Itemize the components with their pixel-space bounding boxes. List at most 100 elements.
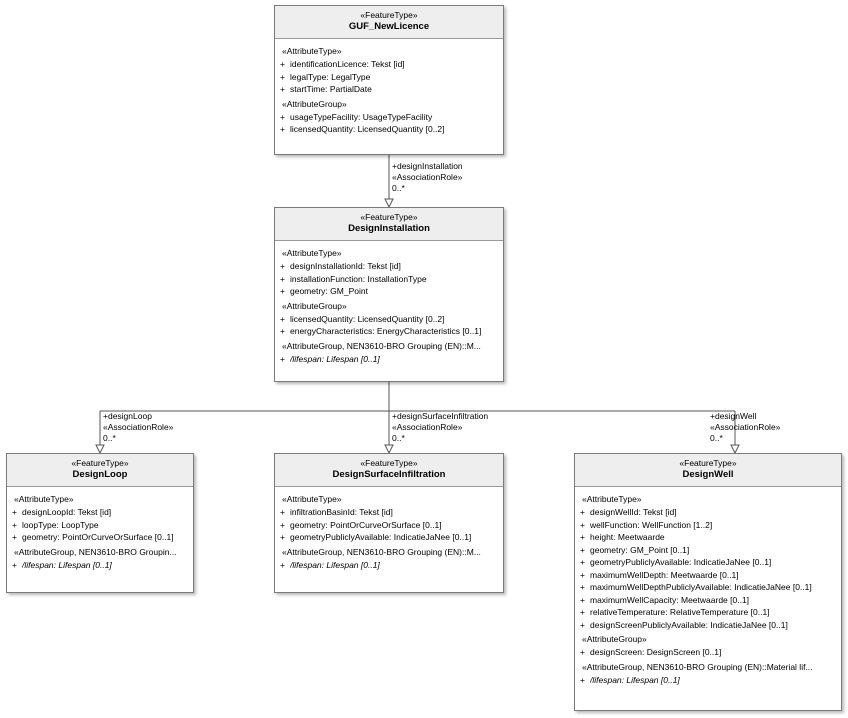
attribute-row: + geometry: PointOrCurveOrSurface [0..1]	[275, 519, 503, 532]
attribute-visibility: +	[580, 619, 585, 630]
association-multiplicity: 0..*	[392, 183, 405, 193]
class-name: DesignSurfaceInfiltration	[332, 469, 446, 480]
class-box-designinstallation[interactable]: «FeatureType» DesignInstallation «Attrib…	[274, 207, 504, 382]
attribute-visibility: +	[280, 519, 285, 530]
class-header-designinstallation: «FeatureType» DesignInstallation	[275, 208, 503, 241]
attribute-row: + geometry: GM_Point	[275, 285, 503, 298]
attribute-visibility: +	[580, 519, 585, 530]
association-multiplicity: 0..*	[710, 433, 723, 443]
attribute-row: + usageTypeFacility: UsageTypeFacility	[275, 111, 503, 124]
attribute-group-label: «AttributeType»	[282, 494, 342, 504]
attribute-text: legalType: LegalType	[290, 71, 371, 82]
attribute-visibility: +	[280, 59, 285, 69]
class-box-designwell[interactable]: «FeatureType» DesignWell «AttributeType»…	[574, 453, 842, 711]
class-name: DesignLoop	[72, 469, 128, 480]
class-box-guf-newlicence[interactable]: «FeatureType» GUF_NewLicence «AttributeT…	[274, 5, 504, 155]
class-header-guf-newlicence: «FeatureType» GUF_NewLicence	[275, 6, 503, 39]
attribute-text: licensedQuantity: LicensedQuantity [0..2…	[290, 124, 445, 134]
attribute-row: + loopType: LoopType	[7, 519, 193, 532]
attribute-row: + maximumWellDepthPubliclyAvailable: Ind…	[575, 581, 841, 594]
attribute-visibility: +	[280, 124, 285, 134]
attribute-text: designInstallationId: Tekst [id]	[290, 261, 401, 271]
attribute-row: + /lifespan: Lifespan [0..1]	[275, 353, 503, 366]
attribute-visibility: +	[280, 261, 285, 271]
attribute-row: + energyCharacteristics: EnergyCharacter…	[275, 325, 503, 338]
association-label-design-loop: +designLoop «AssociationRole» 0..*	[103, 411, 173, 444]
association-stereotype: «AssociationRole»	[103, 422, 174, 432]
attribute-visibility: +	[580, 647, 585, 657]
class-body-designwell: «AttributeType» + designWellId: Tekst [i…	[575, 487, 841, 691]
association-role-name: +designSurfaceInfiltration	[392, 411, 489, 421]
attribute-group-label: «AttributeType»	[582, 494, 642, 504]
class-stereotype: «FeatureType»	[360, 10, 418, 20]
attribute-visibility: +	[580, 569, 585, 580]
attribute-group-label: «AttributeGroup, NEN3610-BRO Groupin...	[14, 546, 177, 557]
attribute-row: + geometryPubliclyAvailable: IndicatieJa…	[275, 531, 503, 544]
attribute-row: + geometry: PointOrCurveOrSurface [0..1]	[7, 531, 193, 544]
attribute-visibility: +	[280, 313, 285, 324]
attribute-visibility: +	[580, 594, 585, 605]
class-box-designsurfaceinfiltration[interactable]: «FeatureType» DesignSurfaceInfiltration …	[274, 453, 504, 593]
attribute-row: + maximumWellCapacity: Meetwaarde [0..1]	[575, 594, 841, 607]
attribute-group-label: «AttributeGroup»	[282, 300, 347, 311]
attribute-row: + licensedQuantity: LicensedQuantity [0.…	[275, 123, 503, 136]
attribute-text: maximumWellDepth: Meetwaarde [0..1]	[590, 569, 739, 580]
attribute-row: + /lifespan: Lifespan [0..1]	[575, 674, 841, 687]
class-box-designloop[interactable]: «FeatureType» DesignLoop «AttributeType»…	[6, 453, 194, 593]
association-label-design-well: +designWell «AssociationRole» 0..*	[710, 411, 780, 444]
attribute-text: loopType: LoopType	[22, 519, 99, 530]
attribute-group-label: «AttributeGroup, NEN3610-BRO Grouping (E…	[582, 661, 813, 672]
attribute-group-label: «AttributeGroup, NEN3610-BRO Grouping (E…	[282, 340, 481, 351]
attribute-row: + maximumWellDepth: Meetwaarde [0..1]	[575, 569, 841, 582]
attribute-text: geometry: GM_Point [0..1]	[590, 544, 690, 555]
class-header-designwell: «FeatureType» DesignWell	[575, 454, 841, 487]
attribute-row: + height: Meetwaarde	[575, 531, 841, 544]
attribute-row: + wellFunction: WellFunction [1..2]	[575, 519, 841, 532]
association-role-name: +designWell	[710, 411, 757, 421]
attribute-text: /lifespan: Lifespan [0..1]	[590, 674, 680, 685]
attribute-row: + geometry: GM_Point [0..1]	[575, 544, 841, 557]
attribute-row: + legalType: LegalType	[275, 71, 503, 84]
attribute-visibility: +	[280, 71, 285, 82]
attribute-visibility: +	[580, 532, 585, 542]
attribute-text: installationFunction: InstallationType	[290, 273, 427, 284]
attribute-row: + /lifespan: Lifespan [0..1]	[275, 559, 503, 572]
association-multiplicity: 0..*	[392, 433, 405, 443]
attribute-row: + /lifespan: Lifespan [0..1]	[7, 559, 193, 572]
attribute-group-label: «AttributeGroup, NEN3610-BRO Grouping (E…	[282, 546, 481, 557]
attribute-text: maximumWellCapacity: Meetwaarde [0..1]	[590, 594, 750, 605]
attribute-text: geometry: GM_Point	[290, 286, 368, 296]
attribute-text: /lifespan: Lifespan [0..1]	[22, 559, 112, 570]
attribute-text: designScreenPubliclyAvailable: Indicatie…	[590, 619, 788, 630]
attribute-text: identificationLicence: Tekst [id]	[290, 59, 405, 69]
attribute-row: + startTime: PartialDate	[275, 83, 503, 96]
class-name: DesignWell	[682, 469, 734, 480]
attribute-visibility: +	[580, 557, 585, 567]
class-stereotype: «FeatureType»	[360, 458, 418, 468]
attribute-text: geometryPubliclyAvailable: IndicatieJaNe…	[590, 557, 772, 567]
attribute-visibility: +	[280, 532, 285, 542]
attribute-visibility: +	[580, 582, 585, 592]
association-label-design-installation: +designInstallation «AssociationRole» 0.…	[392, 161, 463, 194]
attribute-row: + designScreen: DesignScreen [0..1]	[575, 646, 841, 659]
attribute-row: + identificationLicence: Tekst [id]	[275, 58, 503, 71]
attribute-row: + infiltrationBasinId: Tekst [id]	[275, 506, 503, 519]
attribute-visibility: +	[12, 519, 17, 530]
association-stereotype: «AssociationRole»	[392, 422, 463, 432]
attribute-visibility: +	[580, 507, 585, 517]
attribute-group-label: «AttributeType»	[282, 46, 342, 56]
attribute-visibility: +	[12, 507, 17, 517]
attribute-text: infiltrationBasinId: Tekst [id]	[290, 507, 393, 517]
association-role-name: +designInstallation	[392, 161, 463, 171]
attribute-visibility: +	[280, 326, 285, 336]
attribute-text: relativeTemperature: RelativeTemperature…	[590, 607, 770, 617]
association-role-name: +designLoop	[103, 411, 152, 421]
attribute-visibility: +	[580, 544, 585, 555]
attribute-row: + geometryPubliclyAvailable: IndicatieJa…	[575, 556, 841, 569]
attribute-visibility: +	[280, 286, 285, 296]
attribute-visibility: +	[280, 273, 285, 284]
class-stereotype: «FeatureType»	[360, 212, 418, 222]
class-header-designsurfaceinfiltration: «FeatureType» DesignSurfaceInfiltration	[275, 454, 503, 487]
attribute-visibility: +	[280, 84, 285, 94]
attribute-group-label: «AttributeGroup»	[582, 634, 647, 644]
